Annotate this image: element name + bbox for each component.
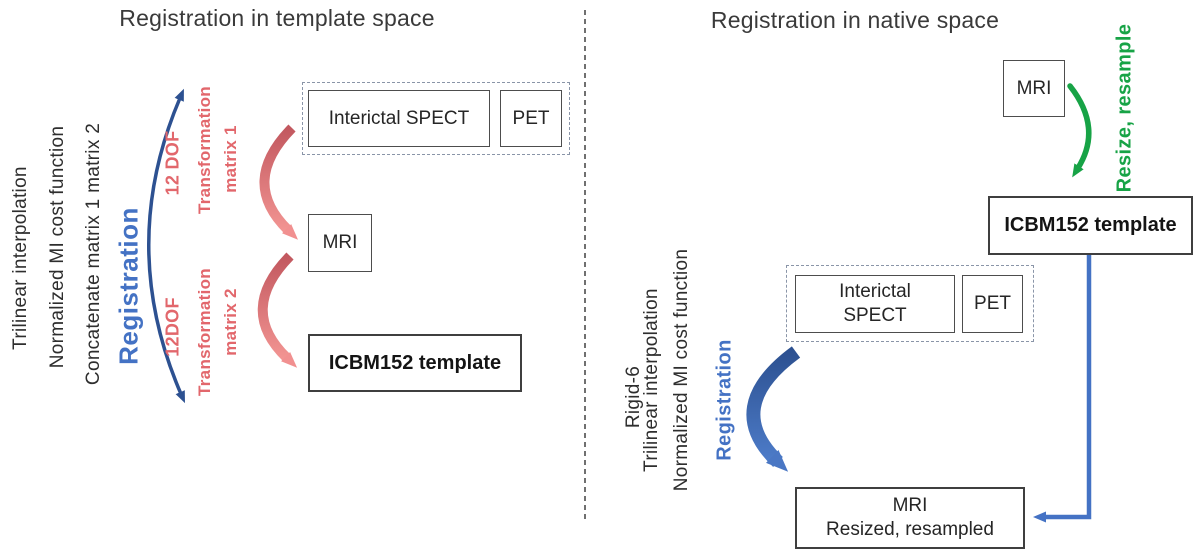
left-icbm152-template-box: ICBM152 template — [308, 334, 522, 392]
right-mri-box: MRI — [1003, 60, 1065, 117]
left-interictal-spect-box: Interictal SPECT — [308, 90, 490, 147]
left-panel-title: Registration in template space — [119, 5, 435, 31]
transformation-matrix2-arrow — [257, 252, 298, 368]
left-modality-group — [302, 82, 570, 155]
registration-bracket-arrow — [147, 88, 185, 404]
left-label-concatenate-matrices: Concatenate matrix 1 matrix 2 — [83, 122, 104, 386]
resize-resample-label: Resize, resample — [1113, 23, 1136, 193]
left-label-normalized-mi: Normalized MI cost function — [47, 125, 68, 369]
right-modality-group — [786, 265, 1034, 342]
left-pet-box: PET — [500, 90, 562, 147]
transformation-matrix1-arrow — [259, 124, 298, 240]
spect-line2: SPECT — [843, 305, 907, 326]
step2-matrix-label: matrix 2 — [221, 288, 240, 356]
left-mri-box: MRI — [308, 214, 372, 272]
resize-resample-arrow — [1067, 83, 1092, 178]
right-registration-label: Registration — [713, 339, 736, 461]
step1-dof-label: 12 DOF — [162, 130, 183, 196]
step2-dof-label: 12DOF — [162, 297, 183, 357]
right-panel-title: Registration in native space — [710, 7, 1000, 33]
right-pet-box: PET — [962, 275, 1023, 333]
step2-transformation-label: Transformation — [195, 268, 214, 396]
mri-resized-line2: Resized, resampled — [826, 519, 994, 540]
mri-resized-box: MRI Resized, resampled — [795, 487, 1025, 549]
right-interictal-spect-box: Interictal SPECT — [795, 275, 955, 333]
right-label-normalized-mi: Normalized MI cost function — [671, 248, 692, 492]
step1-matrix-label: matrix 1 — [221, 125, 240, 193]
step1-transformation-label: Transformation — [195, 86, 214, 214]
right-label-trilinear-interpolation: Trilinear interpolation — [641, 288, 662, 472]
right-icbm152-template-box: ICBM152 template — [988, 196, 1193, 255]
template-to-mri-connector — [1033, 255, 1092, 523]
spect-line1: Interictal — [839, 281, 911, 303]
registration-thick-arrow — [746, 346, 801, 472]
left-label-trilinear-interpolation: Trilinear interpolation — [10, 166, 31, 350]
left-registration-label: Registration — [113, 207, 144, 365]
mri-resized-line1: MRI — [892, 495, 928, 517]
